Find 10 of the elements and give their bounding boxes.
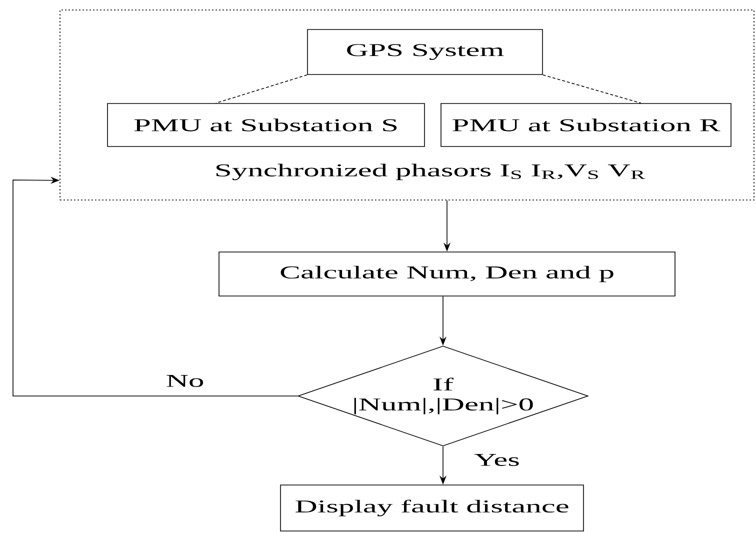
edge-label: No <box>164 374 206 388</box>
process-box: PMU at Substation S <box>107 103 425 147</box>
connector-line <box>216 74 308 104</box>
connector-line <box>542 74 642 104</box>
edge-label: Yes <box>473 453 521 467</box>
process-box: PMU at Substation R <box>440 103 732 147</box>
process-box: GPS System <box>307 29 543 75</box>
process-box: Calculate Num, Den and p <box>218 252 676 296</box>
process-box: Display fault distance <box>280 484 584 532</box>
arrow <box>12 176 298 396</box>
